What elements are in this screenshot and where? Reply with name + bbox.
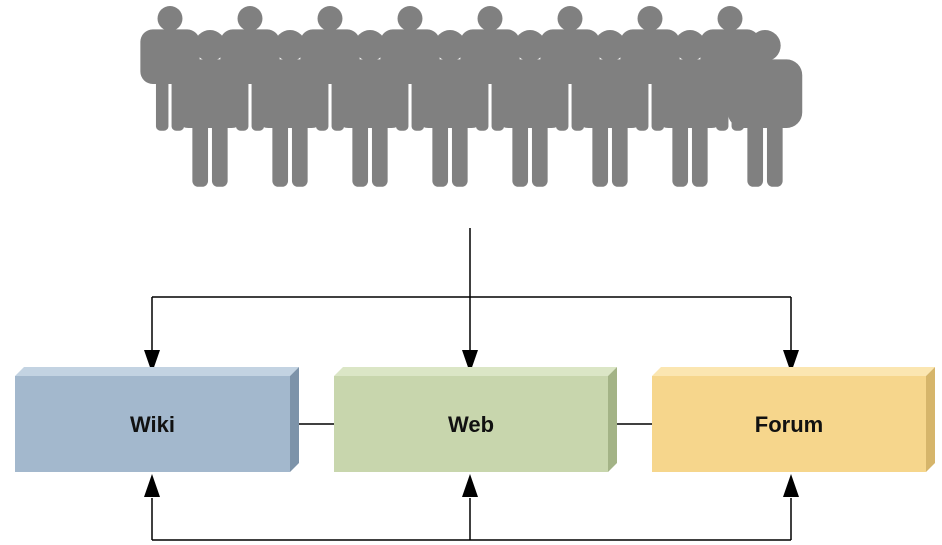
person-silhouette-icon	[252, 30, 328, 187]
arrow-down-wiki	[144, 350, 160, 373]
node-boxes: Wiki Web Forum	[15, 367, 935, 472]
person-silhouette-icon	[412, 30, 488, 187]
person-silhouette-icon	[172, 30, 248, 187]
node-wiki: Wiki	[15, 367, 299, 472]
arrow-up-web	[462, 474, 478, 497]
arrow-down-forum	[783, 350, 799, 373]
person-silhouette-icon	[332, 30, 408, 187]
arrowheads	[144, 350, 799, 497]
node-web-side	[608, 367, 617, 472]
node-wiki-side	[290, 367, 299, 472]
person-silhouette-icon	[727, 30, 803, 187]
node-web: Web	[334, 367, 617, 472]
person-silhouette-icon	[652, 30, 728, 187]
arrow-up-forum	[783, 474, 799, 497]
node-forum-label: Forum	[755, 412, 823, 437]
node-forum-side	[926, 367, 935, 472]
node-wiki-top	[15, 367, 299, 376]
user-crowd	[140, 6, 803, 187]
node-forum: Forum	[652, 367, 935, 472]
person-silhouette-icon	[492, 30, 568, 187]
node-wiki-face	[15, 376, 290, 472]
node-forum-top	[652, 367, 935, 376]
node-wiki-label: Wiki	[130, 412, 175, 437]
arrow-down-web	[462, 350, 478, 373]
arrow-up-wiki	[144, 474, 160, 497]
person-silhouette-icon	[572, 30, 648, 187]
node-forum-face	[652, 376, 926, 472]
node-web-label: Web	[448, 412, 494, 437]
node-web-top	[334, 367, 617, 376]
node-web-face	[334, 376, 608, 472]
